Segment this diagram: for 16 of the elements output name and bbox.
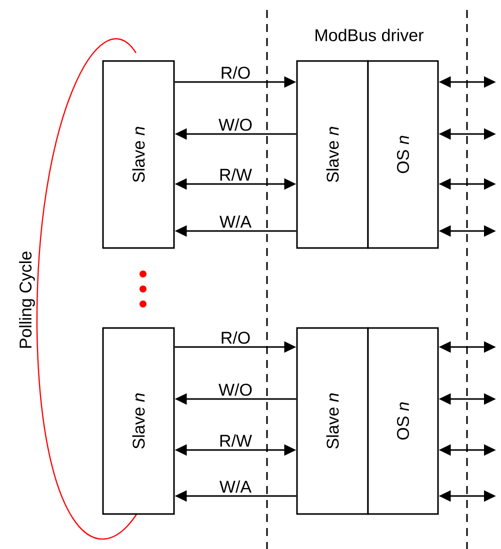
edge-label: R/W [218, 167, 254, 182]
heading: ModBus driver [316, 28, 424, 42]
side-label: Polling Cycle [19, 252, 35, 348]
box: Slave n [102, 60, 175, 249]
box: Slave n [296, 327, 369, 515]
edge-label: R/W [218, 433, 254, 448]
box: Slave n [102, 327, 175, 515]
edge-label: W/A [218, 214, 253, 229]
box: Slave n [296, 60, 369, 249]
box: OS n [367, 327, 439, 515]
edge-label: R/O [219, 330, 252, 345]
edge-label: R/O [219, 65, 252, 80]
box: OS n [367, 60, 439, 249]
edge-label: W/O [218, 117, 254, 132]
edge-label: W/O [218, 382, 254, 397]
edge-label: W/A [218, 479, 253, 494]
